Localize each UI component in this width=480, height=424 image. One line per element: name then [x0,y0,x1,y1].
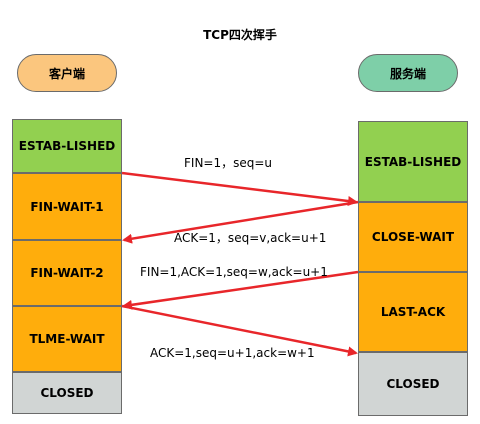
client-state-time-wait: TLME-WAIT [12,306,122,372]
message-label-fin-1: FIN=1，seq=u [184,156,273,170]
client-state-established: ESTAB-LISHED [12,119,122,173]
arrow-fin-2 [122,270,359,310]
arrow-ack-1 [122,200,359,244]
server-label: 服务端 [358,54,458,92]
server-state-last-ack: LAST-ACK [358,272,468,352]
server-state-closed: CLOSED [358,352,468,416]
client-label: 客户端 [17,54,117,92]
message-label-fin-2: FIN=1,ACK=1,seq=w,ack=u+1 [140,265,328,279]
diagram-title: TCP四次挥手 [203,28,277,42]
arrow-ack-2 [121,304,358,357]
message-label-ack-1: ACK=1，seq=v,ack=u+1 [174,231,327,245]
client-state-fin-wait-1: FIN-WAIT-1 [12,173,122,240]
server-state-close-wait: CLOSE-WAIT [358,202,468,272]
server-state-established: ESTAB-LISHED [358,121,468,202]
message-label-ack-2: ACK=1,seq=u+1,ack=w+1 [150,346,315,360]
client-state-closed: CLOSED [12,372,122,414]
client-state-fin-wait-2: FIN-WAIT-2 [12,240,122,306]
arrow-fin-1 [121,171,358,206]
